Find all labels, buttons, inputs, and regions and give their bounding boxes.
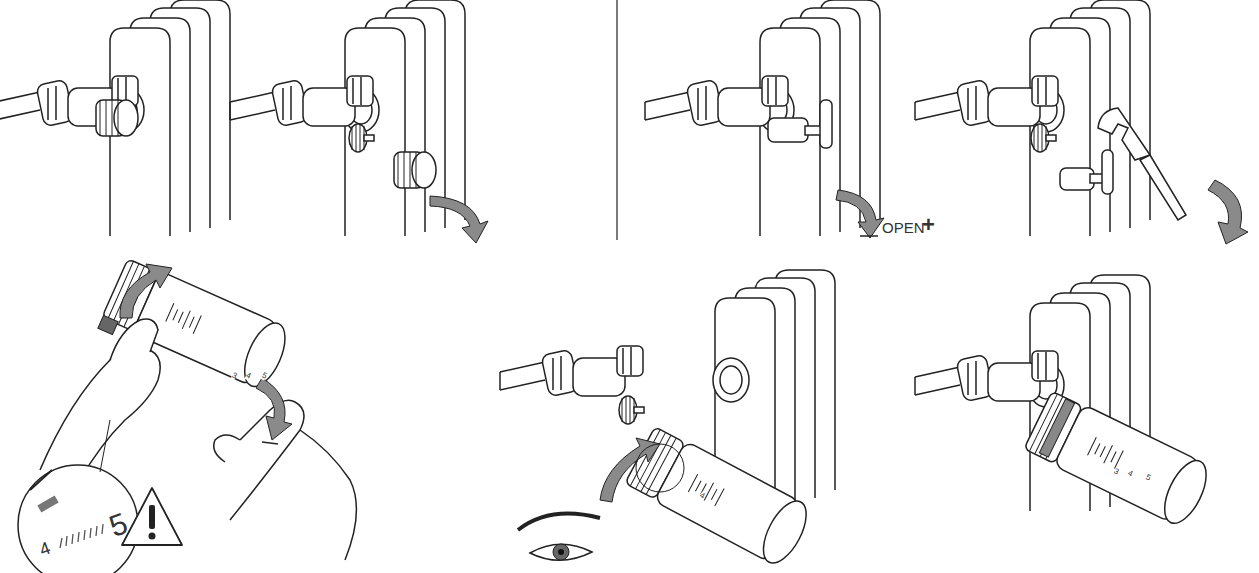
action-label: OPEN <box>882 220 925 235</box>
plus-sign: + <box>922 214 935 236</box>
